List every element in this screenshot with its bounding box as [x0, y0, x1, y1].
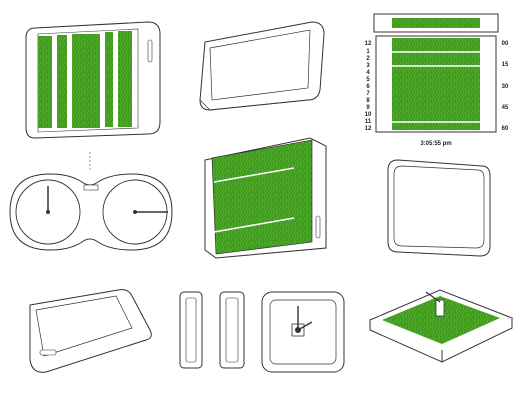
minute-label: 30 [502, 84, 509, 90]
hour-label: 11 [365, 119, 372, 125]
empty-tilted-tray [199, 21, 325, 111]
hour-label: 10 [365, 112, 372, 118]
grass-box-unit [204, 137, 327, 259]
hour-label: 6 [366, 84, 370, 90]
grass-clock-panel: 12 1 2 3 4 5 6 7 8 9 10 11 12 00 15 30 4… [365, 13, 509, 147]
grass-strip-wall-unit [25, 21, 161, 139]
hour-label: 5 [366, 77, 370, 83]
angled-wall-unit [29, 289, 152, 373]
square-clock [261, 291, 345, 373]
hour-label: 8 [366, 98, 370, 104]
hour-label: 12 [365, 41, 372, 47]
twin-dial-clock [9, 152, 173, 251]
minute-label: 60 [502, 126, 509, 132]
hour-label: 3 [366, 63, 370, 69]
minute-label: 00 [502, 41, 509, 47]
hour-label: 7 [366, 91, 370, 97]
minute-label: 45 [502, 105, 509, 111]
hour-label: 12 [365, 126, 372, 132]
side-profile-views [179, 291, 245, 369]
hour-label: 4 [366, 70, 370, 76]
hour-label: 9 [366, 105, 370, 111]
hour-label: 1 [366, 49, 370, 55]
grass-sundial-tray [368, 289, 514, 363]
empty-portrait-tray [387, 159, 491, 257]
time-readout: 3:05:55 pm [420, 141, 451, 147]
clock-hand [297, 321, 313, 331]
hour-scale: 12 1 2 3 4 5 6 7 8 9 10 11 12 [365, 41, 372, 132]
hour-label: 2 [366, 56, 370, 62]
minute-label: 15 [502, 62, 509, 68]
minute-scale: 00 15 30 45 60 [502, 41, 509, 132]
